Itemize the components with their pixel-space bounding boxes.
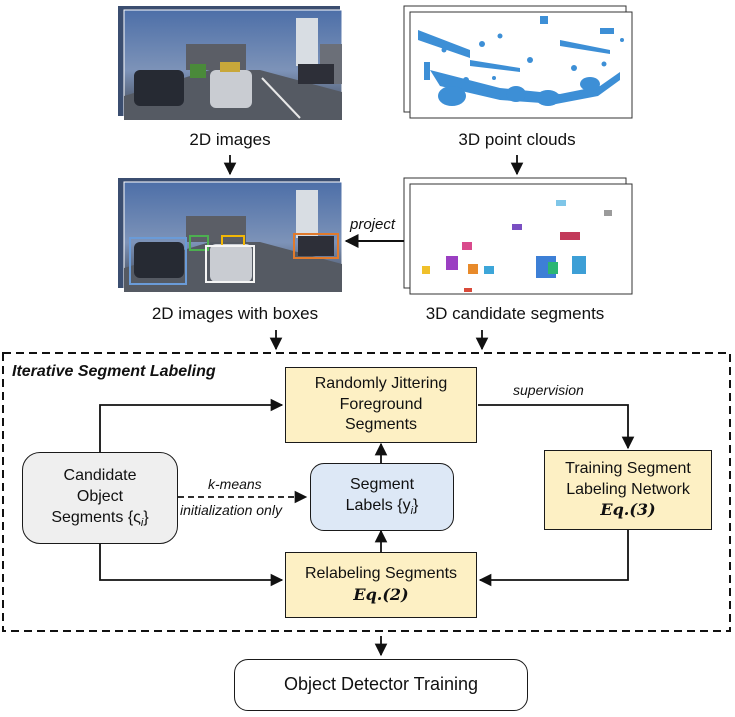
loop-title: Iterative Segment Labeling	[8, 363, 220, 381]
caption-2d-images-with-boxes: 2D images with boxes	[151, 304, 319, 323]
jitter-line-1: Randomly Jittering	[314, 374, 448, 392]
candidate-line-3: Segments {ςi}	[51, 508, 148, 530]
project-label: project	[350, 216, 396, 233]
caption-3d-point-clouds: 3D point clouds	[458, 130, 576, 149]
relabel-line-1: Relabeling Segments	[304, 565, 458, 583]
training-line-1: Training Segment	[565, 459, 691, 477]
training-line-2: Labeling Network	[566, 480, 690, 498]
jitter-line-3: Segments	[344, 416, 418, 434]
labels-text: Labels {y	[345, 497, 411, 515]
street-image-stack	[118, 6, 343, 121]
candidate-segments-box: Candidate Object Segments {ςi}	[22, 452, 178, 544]
caption-3d-candidate-segments: 3D candidate segments	[425, 304, 605, 323]
training-network-box: Training Segment Labeling Network Eq.(3)	[544, 450, 712, 530]
candidate-close-brace: }	[143, 508, 149, 526]
candidate-segments-stack	[403, 177, 633, 295]
labels-line-1: Segment	[349, 476, 415, 494]
relabeling-box: Relabeling Segments Eq.(2)	[285, 552, 477, 618]
detector-label: Object Detector Training	[283, 674, 479, 695]
candidate-segments-text: Segments {ς	[51, 508, 141, 526]
candidate-line-2: Object	[76, 487, 124, 505]
labels-line-2: Labels {yi}	[346, 496, 419, 518]
labels-subscript: i	[410, 505, 414, 518]
labels-close-brace: }	[413, 497, 419, 515]
caption-2d-images: 2D images	[189, 130, 271, 149]
jitter-segments-box: Randomly Jittering Foreground Segments	[285, 367, 477, 443]
training-equation: Eq.(3)	[600, 500, 656, 520]
point-cloud-stack	[403, 5, 633, 119]
detector-training-box: Object Detector Training	[234, 659, 528, 711]
relabel-equation: Eq.(2)	[353, 585, 409, 604]
segment-labels-box: Segment Labels {yi}	[310, 463, 454, 531]
candidate-line-1: Candidate	[63, 466, 137, 484]
kmeans-sub-label: initialization only	[180, 502, 282, 518]
boxed-image-stack	[118, 178, 343, 293]
candidate-subscript: i	[140, 516, 144, 529]
supervision-label: supervision	[513, 382, 584, 398]
kmeans-label: k-means	[208, 476, 262, 492]
jitter-line-2: Foreground	[339, 395, 423, 413]
